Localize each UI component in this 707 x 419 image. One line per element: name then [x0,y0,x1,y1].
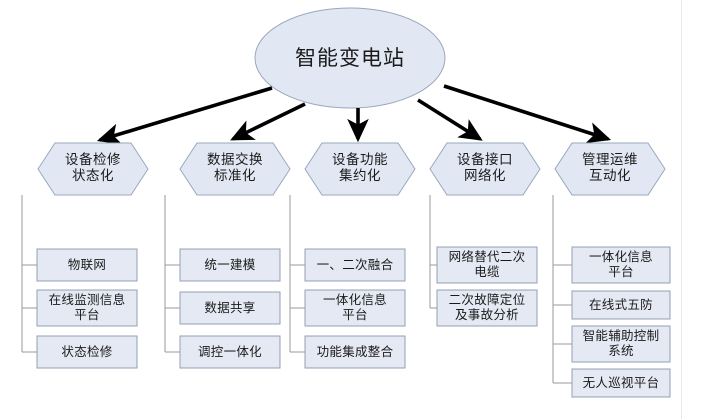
arrow-to-branch-5 [443,84,612,144]
branch-hexagon-4[interactable] [429,142,541,196]
arrow-to-branch-2 [230,102,306,141]
leaf-box-4-1[interactable] [436,246,538,284]
tree-connectors [21,195,572,384]
leaf-box-3-2[interactable] [304,289,406,327]
branch-hexagons [37,142,666,196]
leaf-box-1-3[interactable] [36,335,138,369]
leaf-box-1-1[interactable] [36,248,138,282]
page-edge-line [681,0,682,419]
arrow-to-branch-1 [96,86,273,145]
root-node-ellipse[interactable] [254,7,446,109]
branch-hexagon-5[interactable] [554,142,666,196]
branch-hexagon-3[interactable] [304,142,416,196]
arrow-to-branch-4 [417,98,483,141]
leaf-box-5-3[interactable] [571,325,671,363]
branch-hexagon-2[interactable] [179,142,291,196]
leaf-box-2-3[interactable] [179,335,281,369]
leaf-boxes [36,246,671,398]
leaf-box-2-1[interactable] [179,248,281,282]
leaf-box-3-3[interactable] [304,335,406,369]
leaf-box-5-4[interactable] [571,368,671,398]
leaf-box-1-2[interactable] [36,289,138,327]
root-connector-arrows [96,84,612,145]
leaf-box-2-2[interactable] [179,291,281,325]
leaf-box-3-1[interactable] [304,248,406,282]
leaf-box-4-2[interactable] [436,289,538,327]
branch-hexagon-1[interactable] [37,142,149,196]
leaf-box-5-2[interactable] [571,290,671,320]
leaf-box-5-1[interactable] [571,246,671,284]
